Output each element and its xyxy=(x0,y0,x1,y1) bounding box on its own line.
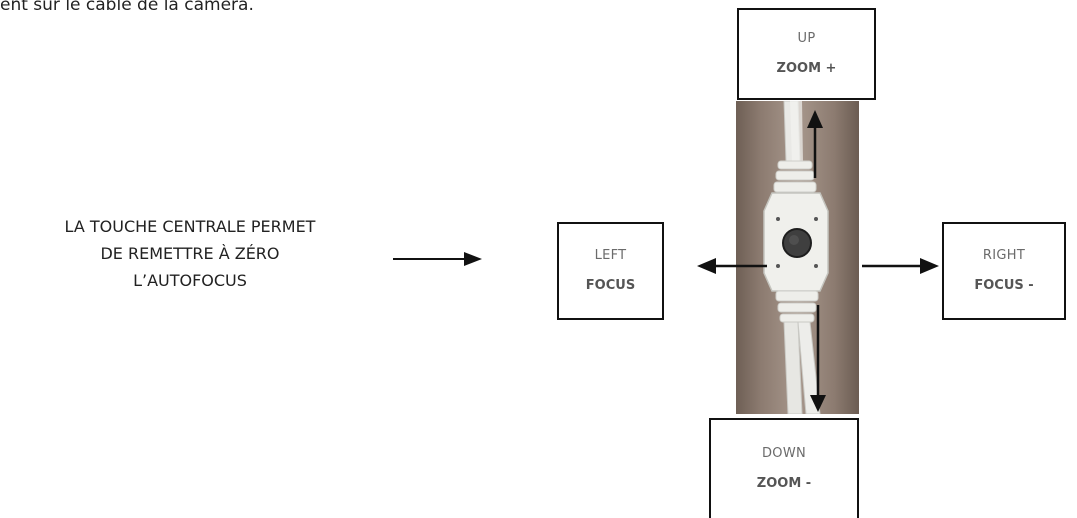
camera-cable-photo xyxy=(736,101,859,414)
zoom-minus-label: ZOOM - xyxy=(756,476,812,491)
header-text: ent sur le câble de la caméra. xyxy=(0,0,254,15)
left-label: LEFT xyxy=(594,248,627,263)
center-button-note: LA TOUCHE CENTRALE PERMET DE REMETTRE À … xyxy=(30,213,350,294)
up-zoom-plus-box: UP ZOOM + xyxy=(737,8,876,100)
zoom-plus-label: ZOOM + xyxy=(776,61,837,76)
right-label: RIGHT xyxy=(982,248,1026,263)
note-line-1: LA TOUCHE CENTRALE PERMET xyxy=(64,217,316,236)
focus-minus-label: FOCUS - xyxy=(974,278,1034,293)
right-arrow xyxy=(862,258,939,274)
cable-control-illustration xyxy=(763,101,829,414)
note-arrow xyxy=(393,252,482,266)
focus-label: FOCUS xyxy=(585,278,636,293)
note-line-2: DE REMETTRE À ZÉRO xyxy=(100,244,280,263)
left-focus-box: LEFT FOCUS xyxy=(557,222,664,320)
right-focus-minus-box: RIGHT FOCUS - xyxy=(942,222,1066,320)
down-label: DOWN xyxy=(761,446,807,461)
note-line-3: L’AUTOFOCUS xyxy=(133,271,247,290)
up-label: UP xyxy=(797,31,816,46)
down-zoom-minus-box: DOWN ZOOM - xyxy=(709,418,859,518)
